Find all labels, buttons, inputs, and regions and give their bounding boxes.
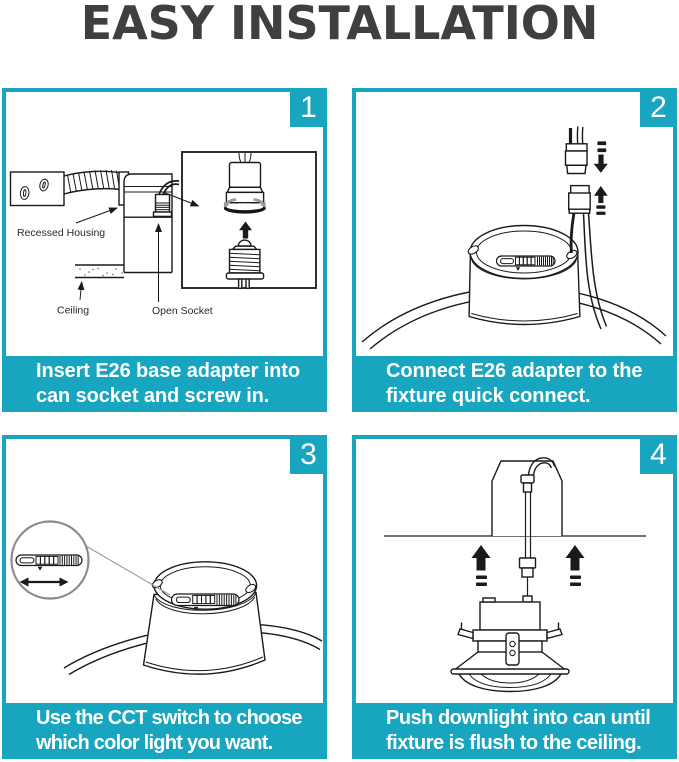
up-arrow-icon — [471, 545, 491, 571]
ceiling-label: Ceiling — [57, 305, 89, 317]
step1-diagram: Recessed Housing Ceiling Open Socket — [6, 92, 323, 356]
up-arrow-icon — [594, 186, 608, 204]
step-number-badge-2: 2 — [640, 88, 677, 128]
quick-connect-female — [567, 192, 591, 211]
steps-grid: Recessed Housing Ceiling Open Socket 1 I… — [2, 88, 679, 760]
step1-caption-line2: can socket and screw in. — [36, 385, 270, 408]
open-socket-label: Open Socket — [152, 305, 213, 317]
step-number-badge-1: 1 — [290, 88, 327, 128]
step4-caption-line1: Push downlight into can until — [386, 707, 651, 730]
step1-socket-diagram-graphic: Recessed Housing Ceiling Open Socket — [9, 151, 317, 317]
step1-caption: Insert E26 base adapter into can socket … — [6, 356, 323, 409]
step-panel-3: 3 Use the CCT switch to choose which col… — [2, 435, 327, 760]
step2-caption-line2: fixture quick connect. — [386, 385, 591, 408]
magnifier-leader-line — [85, 545, 171, 596]
downlight-fixture — [142, 561, 266, 676]
up-arrow-icon — [239, 221, 252, 239]
step4-caption: Push downlight into can until fixture is… — [356, 703, 673, 756]
step3-cct-switch-diagram-graphic — [10, 520, 323, 676]
step2-diagram — [356, 92, 673, 356]
step2-caption-line1: Connect E26 adapter to the — [386, 360, 643, 383]
fixture-black-wire — [569, 213, 576, 254]
down-arrow-icon — [593, 154, 608, 174]
step4-push-diagram-graphic — [384, 457, 646, 693]
step4-diagram — [356, 439, 673, 703]
step3-caption: Use the CCT switch to choose which color… — [6, 703, 323, 756]
step4-caption-line2: fixture is flush to the ceiling. — [386, 732, 642, 755]
downlight-fixture — [466, 225, 581, 326]
junction-box — [9, 171, 65, 207]
step2-connect-diagram-graphic — [361, 126, 667, 350]
step3-caption-line1: Use the CCT switch to choose — [36, 707, 302, 730]
fixture-side-wire — [582, 213, 608, 330]
step-panel-1: Recessed Housing Ceiling Open Socket 1 I… — [2, 88, 327, 413]
step-panel-4: 4 Push downlight into can until fixture … — [352, 435, 677, 760]
step-number-badge-4: 4 — [640, 435, 677, 475]
quick-connect-pair — [518, 557, 537, 569]
downlight-junction-box — [479, 601, 541, 631]
recessed-can — [491, 460, 563, 537]
quick-connect-male — [564, 150, 588, 167]
step3-diagram — [6, 439, 323, 703]
flex-conduit — [63, 170, 123, 177]
up-arrow-icon — [565, 545, 585, 571]
e26-adapter-body — [228, 162, 262, 189]
ceiling-plane — [75, 264, 124, 279]
step-number-badge-3: 3 — [290, 435, 327, 475]
step1-caption-line1: Insert E26 base adapter into — [36, 360, 300, 383]
page-title: EASY INSTALLATION — [80, 0, 599, 50]
downlight-trim-bowl — [458, 673, 562, 693]
step3-caption-line2: which color light you want. — [36, 732, 273, 755]
step-panel-2: 2 Connect E26 adapter to the fixture qui… — [352, 88, 677, 413]
recessed-housing-label: Recessed Housing — [17, 227, 105, 239]
step2-caption: Connect E26 adapter to the fixture quick… — [356, 356, 673, 409]
